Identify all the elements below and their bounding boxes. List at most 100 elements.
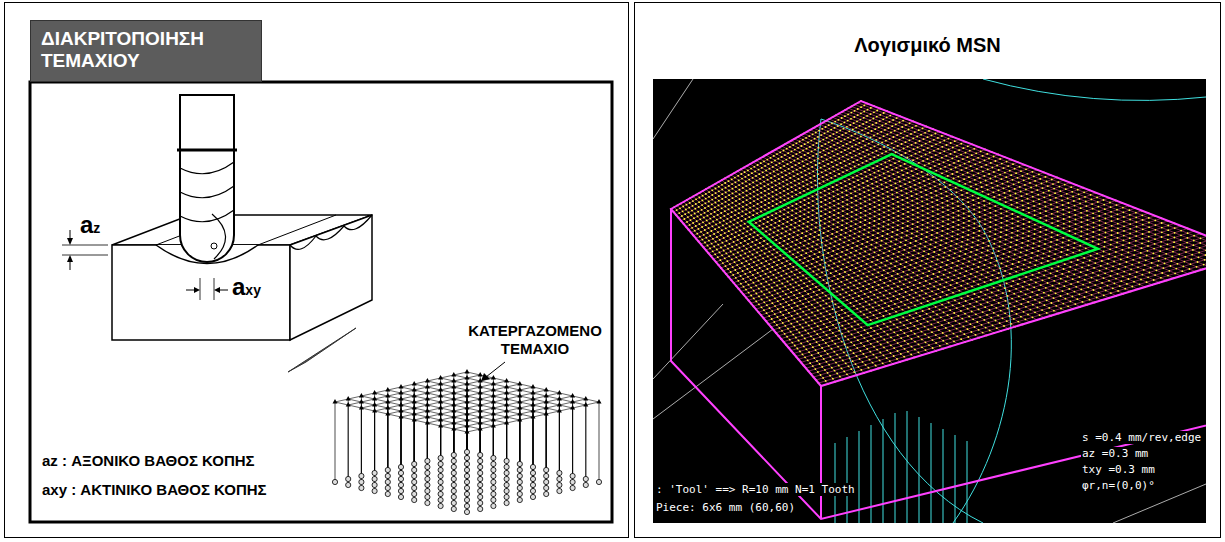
frame-border (30, 82, 612, 522)
parameter-text: s =0.4 mm/rev,edge (1081, 431, 1202, 444)
bottom-point (398, 464, 403, 469)
bottom-point (412, 497, 417, 502)
arrow-head (67, 255, 73, 262)
tool-shank (180, 95, 234, 150)
bottom-point (359, 473, 364, 478)
bottom-point (451, 464, 456, 469)
bottom-point (372, 482, 377, 487)
bottom-point (425, 464, 430, 469)
bottom-point (517, 485, 522, 490)
bottom-point (517, 479, 522, 484)
bottom-point (478, 458, 483, 463)
bottom-point (504, 488, 509, 493)
bottom-point (544, 479, 549, 484)
bottom-point (346, 482, 351, 487)
bottom-point (504, 458, 509, 463)
bottom-point (530, 482, 535, 487)
bottom-point (425, 458, 430, 463)
dimension-line (62, 245, 108, 255)
bottom-point (451, 488, 456, 493)
bottom-point (544, 467, 549, 472)
bottom-point (425, 470, 430, 475)
bottom-point (451, 506, 456, 511)
bottom-point (530, 494, 535, 499)
mesh-point (670, 100, 1206, 387)
bottom-point (478, 470, 483, 475)
bottom-point (570, 485, 575, 490)
mesh-line (671, 101, 1206, 386)
piece-outline (671, 101, 1206, 519)
bottom-point (385, 485, 390, 490)
bottom-point (596, 479, 601, 484)
bottom-point (451, 494, 456, 499)
bottom-point (530, 476, 535, 481)
bottom-point (517, 491, 522, 496)
bottom-point (464, 509, 469, 514)
bottom-point (517, 473, 522, 478)
point-grid (332, 369, 601, 515)
bottom-point (332, 479, 337, 484)
scallop-line (290, 215, 372, 249)
bottom-point (438, 467, 443, 472)
bottom-point (412, 485, 417, 490)
parameter-text: az =0.3 mm (1081, 447, 1149, 460)
bottom-point (412, 467, 417, 472)
bottom-point (398, 470, 403, 475)
cutting-edge (212, 214, 226, 259)
bottom-point (557, 482, 562, 487)
dimension-line (186, 290, 228, 291)
bottom-point (504, 482, 509, 487)
bottom-point (438, 461, 443, 466)
bottom-point (425, 476, 430, 481)
bottom-point (385, 491, 390, 496)
tool-collar (177, 149, 237, 152)
bottom-point (359, 485, 364, 490)
bottom-point (530, 488, 535, 493)
bottom-point (478, 506, 483, 511)
bottom-point (491, 461, 496, 466)
bottom-point (557, 488, 562, 493)
bottom-point (425, 482, 430, 487)
bottom-point (412, 491, 417, 496)
bottom-point (464, 473, 469, 478)
bottom-point (478, 494, 483, 499)
bottom-point (491, 473, 496, 478)
bottom-point (478, 464, 483, 469)
bottom-point (504, 470, 509, 475)
bottom-point (491, 497, 496, 502)
bottom-point (385, 467, 390, 472)
bottom-point (570, 473, 575, 478)
grid-point (333, 369, 602, 434)
bottom-point (464, 503, 469, 508)
bottom-point (491, 491, 496, 496)
axis-line (653, 79, 1206, 523)
software-panel: Λογισμικό MSN: 'Tool' ==> R=10 mm N=1 To… (634, 2, 1221, 538)
dimension-line (200, 278, 214, 300)
bottom-point (530, 470, 535, 475)
definition-text: axy : ΑΚΤΙΝΙΚΟ ΒΑΘΟΣ ΚΟΠΗΣ (42, 481, 267, 499)
bottom-point (385, 479, 390, 484)
section-tab: ΔΙΑΚΡΙΤΟΠΟΙΗΣΗ ΤΕΜΑΧΙΟΥ (30, 20, 262, 82)
bottom-point (438, 503, 443, 508)
tool-body (180, 150, 234, 262)
status-text: Piece: 6x6 mm (60,60) (655, 501, 796, 514)
arrow-head (67, 238, 73, 245)
bottom-point (346, 476, 351, 481)
bottom-point (464, 497, 469, 502)
bottom-point (504, 500, 509, 505)
bottom-point (491, 503, 496, 508)
transition-wedge (288, 328, 356, 372)
block-side-face (290, 215, 372, 340)
bottom-point (398, 488, 403, 493)
bottom-point (504, 464, 509, 469)
bottom-point (398, 476, 403, 481)
panel-title: Λογισμικό MSN (635, 33, 1220, 57)
bottom-point (372, 470, 377, 475)
bottom-point (464, 467, 469, 472)
bottom-point (451, 476, 456, 481)
parameter-text: φr,n=(0,0)° (1081, 479, 1156, 492)
bottom-point (412, 479, 417, 484)
bottom-point (583, 482, 588, 487)
bottom-point (464, 461, 469, 466)
